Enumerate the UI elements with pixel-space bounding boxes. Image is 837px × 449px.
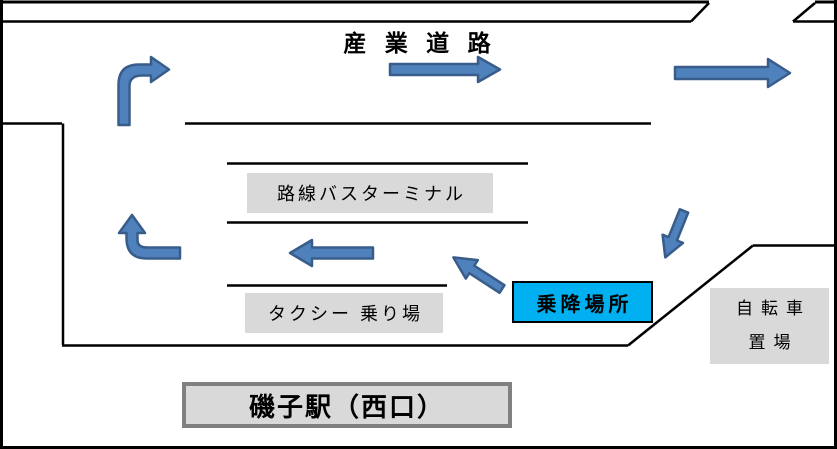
- taxi-stand-label: タクシー 乗り場: [245, 293, 443, 333]
- arrow-turn-up-then-right-icon: [117, 55, 171, 127]
- arrow-left-inner-lane-icon: [288, 238, 375, 268]
- traffic-flow-arrows: [117, 55, 792, 295]
- bicycle-parking-label: 自転車 置場: [710, 288, 829, 364]
- plaza-diagonal-line: [627, 244, 754, 347]
- arrow-turn-left-then-up-icon: [117, 213, 182, 260]
- arrow-right-main-road-east-icon: [673, 57, 792, 89]
- road-exit-diagonal-right: [792, 2, 816, 23]
- bicycle-parking-line2: 置場: [748, 333, 799, 352]
- bus-terminal-label: 路線バスターミナル: [247, 173, 493, 213]
- road-exit-diagonal-left: [690, 2, 710, 23]
- station-name-label: 磯子駅（西口）: [182, 382, 512, 428]
- road-title: 産 業 道 路: [343, 30, 497, 56]
- arrow-enter-down-left-icon: [661, 208, 690, 259]
- road-lines: [0, 2, 835, 347]
- arrow-right-main-road-icon: [388, 55, 502, 84]
- arrow-up-left-from-boarding-icon: [452, 256, 506, 295]
- bicycle-parking-line1: 自転車: [736, 299, 811, 318]
- boarding-point-label: 乗降場所: [512, 281, 653, 323]
